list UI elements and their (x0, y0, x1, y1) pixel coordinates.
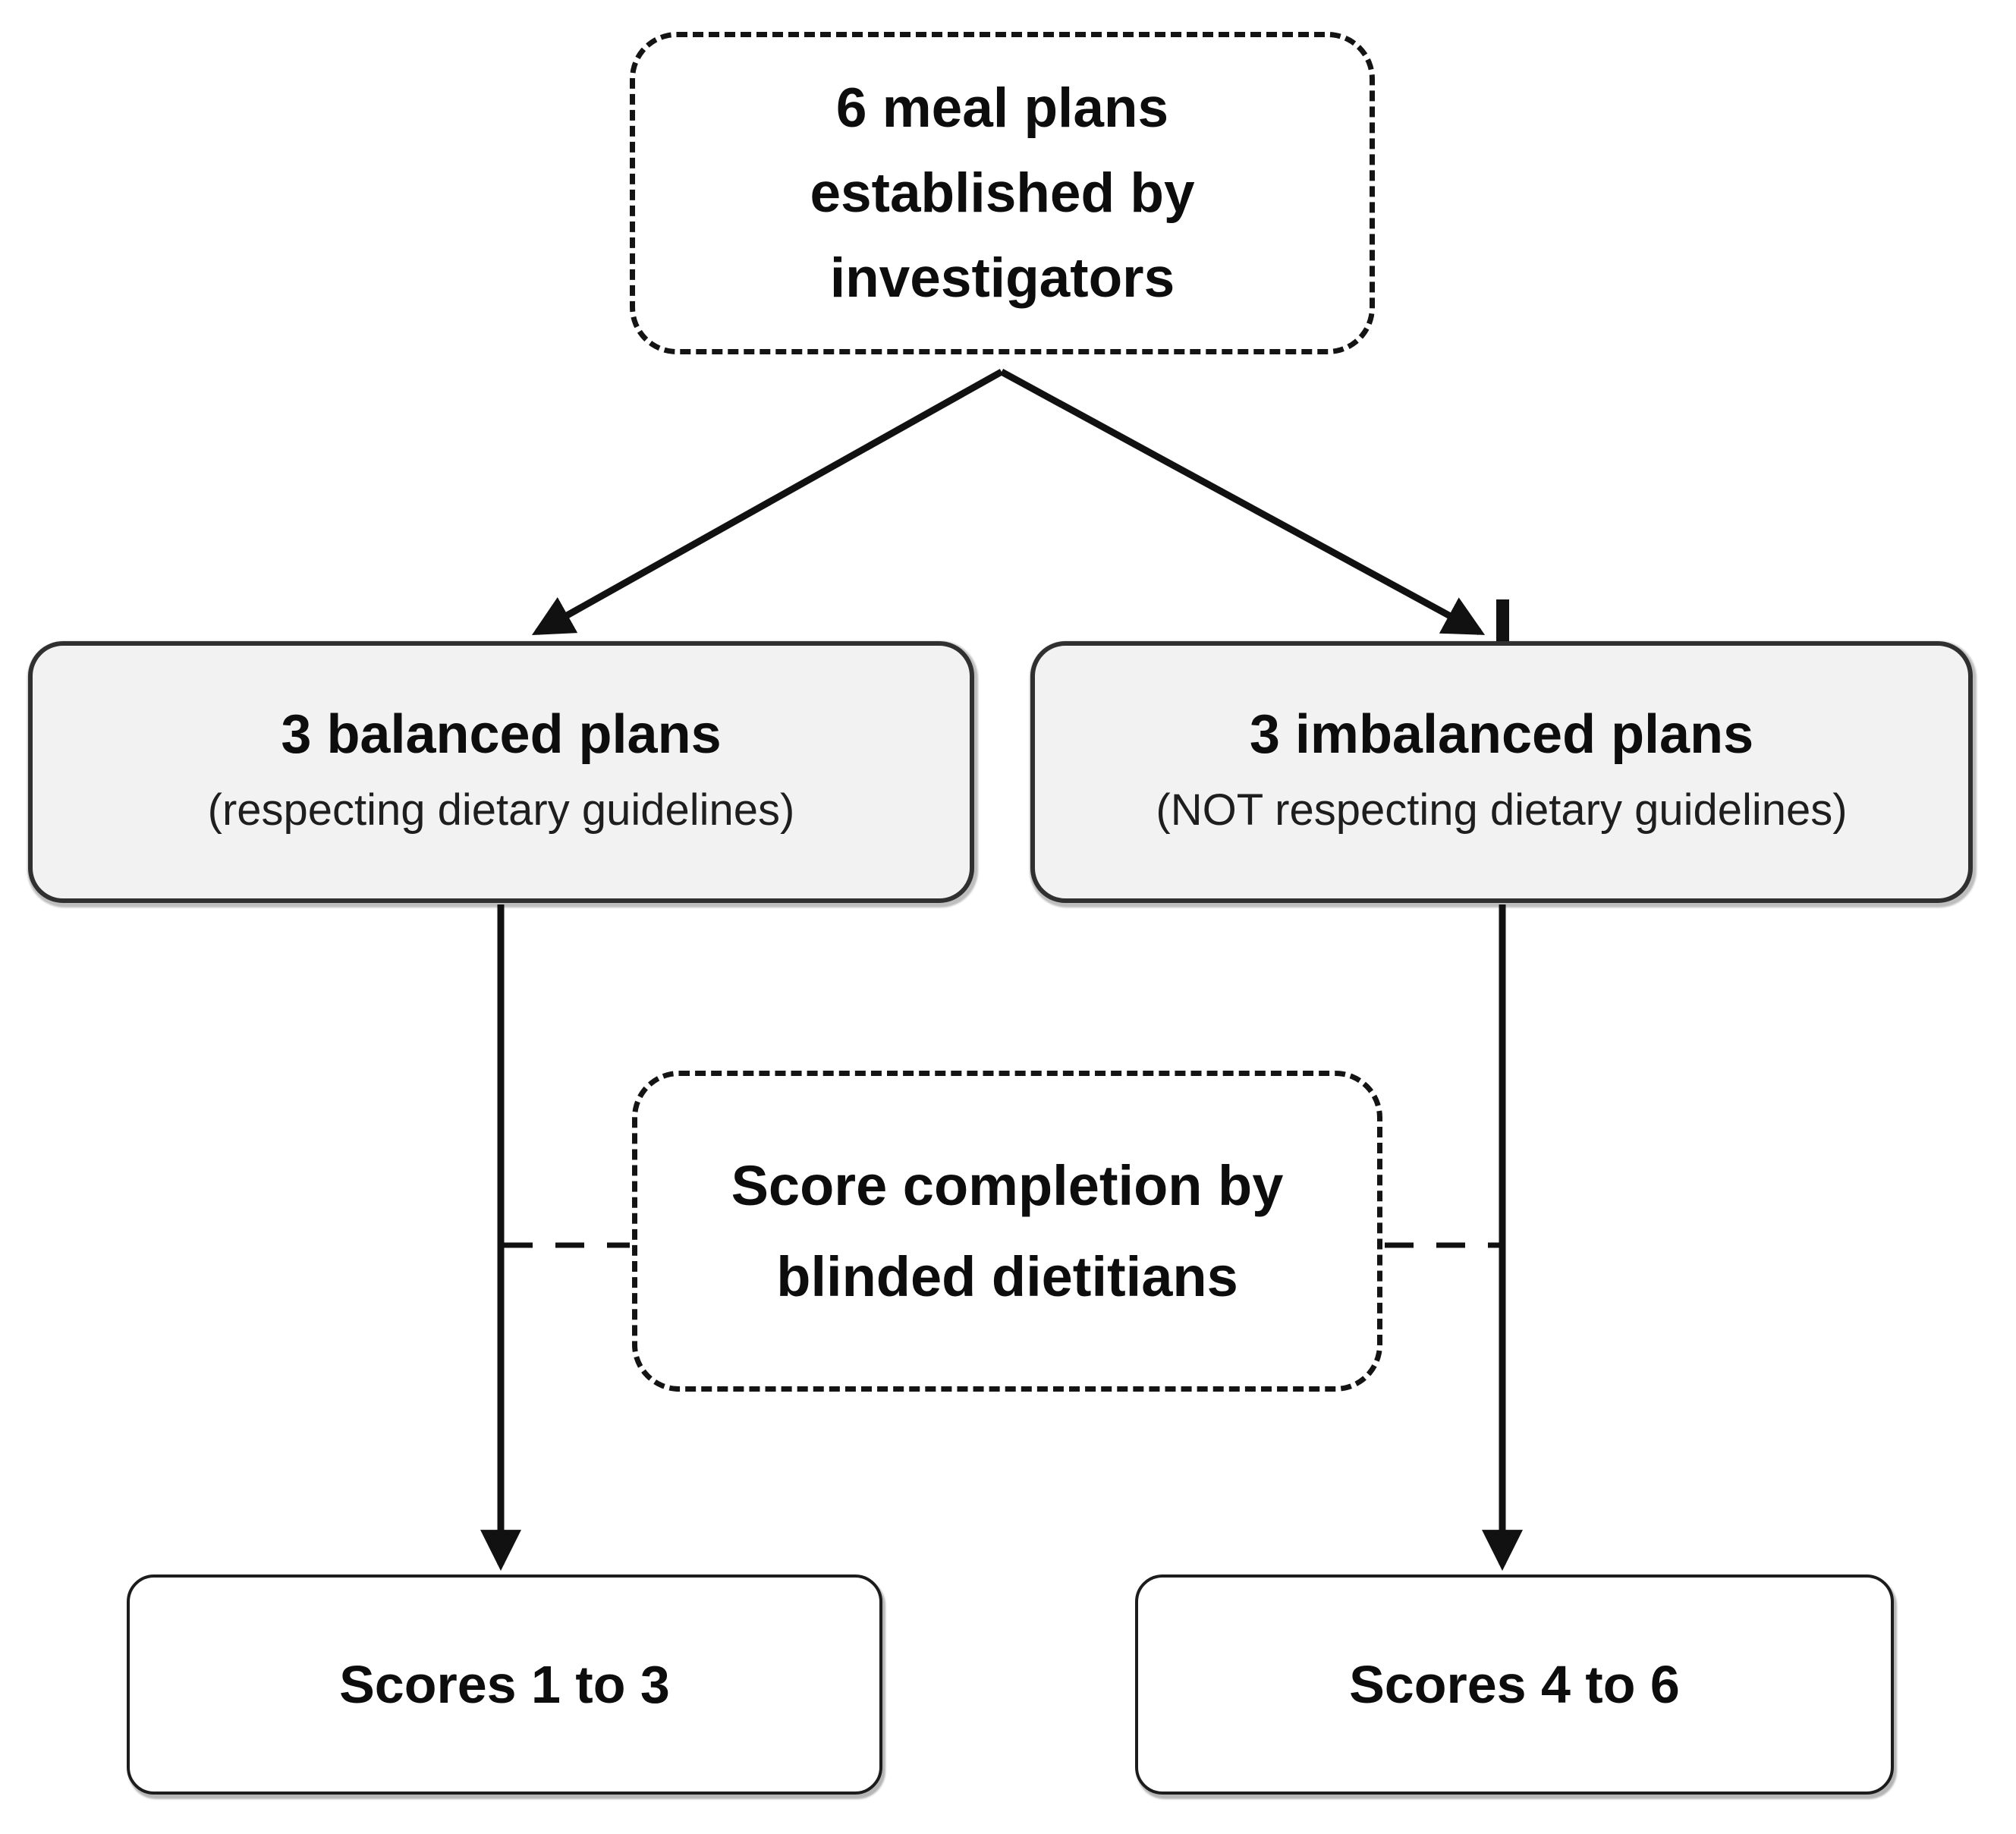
node-imbalanced-plans: 3 imbalanced plans (NOT respecting dieta… (1030, 641, 1973, 903)
node-scores-4-to-6-label: Scores 4 to 6 (1349, 1655, 1680, 1714)
arrow-meal-plans-to-balanced (531, 369, 1004, 635)
node-score-completion: Score completion by blinded dietitians (632, 1071, 1382, 1392)
node-meal-plans-line1: 6 meal plans (835, 77, 1169, 139)
arrow-meal-plans-to-imbalanced (999, 369, 1486, 635)
node-scores-4-to-6: Scores 4 to 6 (1135, 1574, 1894, 1795)
node-meal-plans-line3: investigators (829, 247, 1175, 309)
node-score-completion-line1: Score completion by (731, 1153, 1284, 1217)
node-balanced-plans: 3 balanced plans (respecting dietary gui… (28, 641, 974, 903)
arrow-stub-artifact (1496, 599, 1509, 641)
node-meal-plans: 6 meal plans established by investigator… (630, 32, 1375, 354)
node-scores-1-to-3: Scores 1 to 3 (127, 1574, 882, 1795)
node-scores-1-to-3-label: Scores 1 to 3 (339, 1655, 670, 1714)
node-score-completion-line2: blinded dietitians (776, 1244, 1238, 1308)
node-balanced-plans-subtitle: (respecting dietary guidelines) (207, 785, 795, 835)
node-meal-plans-line2: established by (810, 162, 1195, 224)
node-balanced-plans-title: 3 balanced plans (281, 703, 722, 765)
node-imbalanced-plans-title: 3 imbalanced plans (1249, 703, 1754, 765)
node-imbalanced-plans-subtitle: (NOT respecting dietary guidelines) (1156, 785, 1848, 835)
